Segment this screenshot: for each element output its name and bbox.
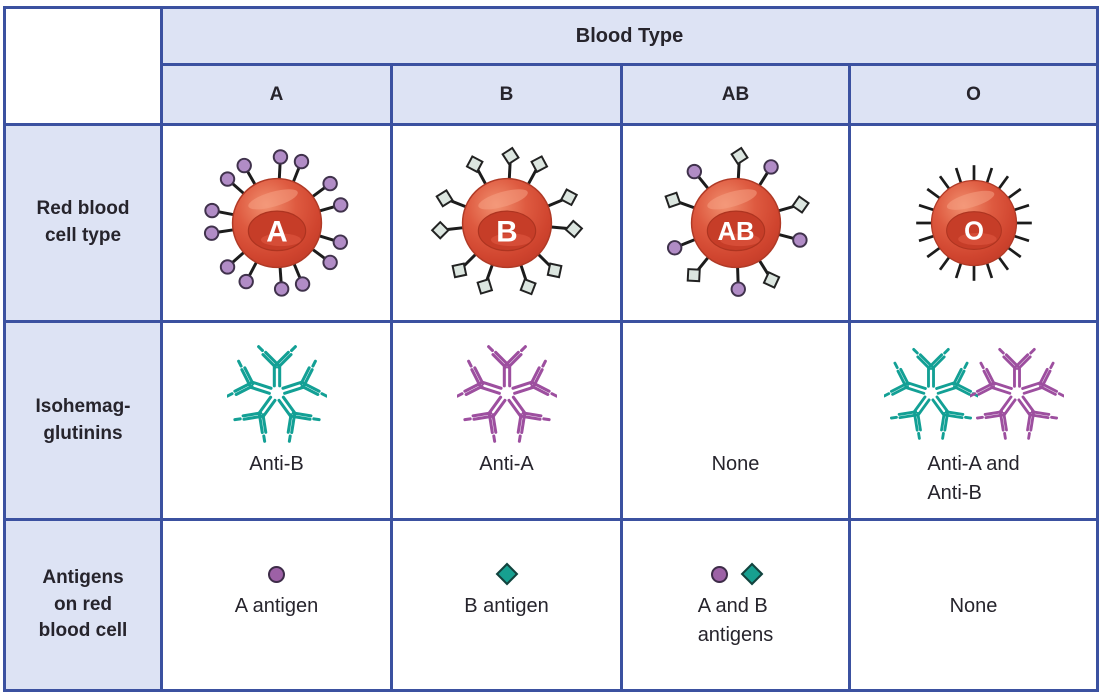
antigen-symbols-a [163,561,390,587]
corner-spacer [3,6,163,126]
cell-rbc-ab: AB [620,123,851,323]
antigens-text-o: None [949,595,998,617]
isohemagglutinin-text-ab: None [711,453,760,475]
antibody-art-ab-column [623,341,848,445]
antibody-art-b-column [393,341,620,445]
red-blood-cell-ab-illustration: AB [623,144,848,302]
col-header-a: A [160,63,393,126]
isohemagglutinin-label-o: Anti-A and Anti-B [851,450,1096,508]
antigens-text-ab: A and B antigens [697,595,774,646]
isohemagglutinin-label-ab: None [623,450,848,479]
svg-text:B: B [496,216,517,249]
cell-rbc-b: B [390,123,623,323]
anti-a-antibody-icon [969,348,1064,440]
col-header-ab: AB [620,63,851,126]
row-label-antigens: Antigens on red blood cell [3,518,163,692]
antigens-label-b: B antigen [393,592,620,621]
antigen-symbols-o [851,561,1096,587]
antigen-symbols-b [393,561,620,587]
antigens-label-ab: A and B antigens [623,592,848,650]
cell-iso-a: Anti-B [160,320,393,521]
antigens-text-a: A antigen [234,595,319,617]
antigens-label-a: A antigen [163,592,390,621]
antibody-art-o-column [851,341,1096,445]
row-label-isohemagglutinins: Isohemag- glutinins [3,320,163,521]
b-antigen-icon [740,562,764,586]
a-antigen-icon [268,565,285,583]
antibody-art-a-column [163,341,390,445]
cell-rbc-o: O [848,123,1099,323]
table-title: Blood Type [160,6,1099,66]
red-blood-cell-ab-icon: AB [663,146,810,297]
isohemagglutinin-text-b: Anti-A [479,453,534,475]
isohemagglutinin-label-b: Anti-A [393,450,620,479]
antigens-label-o: None [851,592,1096,621]
blood-type-table: Blood Type A B AB O Red blood cell type … [3,6,1099,692]
b-antigen-icon [495,562,518,586]
red-blood-cell-a-icon: A [203,149,348,297]
cell-rbc-a: A [160,123,393,323]
anti-b-antibody-icon [883,348,978,440]
col-header-b: B [390,63,623,126]
red-blood-cell-b-illustration: B [393,144,620,302]
red-blood-cell-b-icon: B [430,146,583,296]
anti-b-antibody-icon [226,345,327,443]
anti-a-antibody-icon [456,345,557,443]
cell-iso-o: Anti-A and Anti-B [848,320,1099,521]
cell-antigens-o: None [848,518,1099,692]
cell-antigens-a: A antigen [160,518,393,692]
isohemagglutinin-text-a: Anti-B [249,453,304,475]
cell-iso-b: Anti-A [390,320,623,521]
svg-text:AB: AB [717,218,754,246]
isohemagglutinin-label-a: Anti-B [163,450,390,479]
antigen-symbols-ab [623,561,848,587]
row-label-red-blood-cell-type: Red blood cell type [3,123,163,323]
isohemagglutinin-text-o: Anti-A and Anti-B [927,453,1020,504]
col-header-o: O [848,63,1099,126]
antigens-text-b: B antigen [464,595,549,617]
cell-iso-ab: None [620,320,851,521]
cell-antigens-ab: A and B antigens [620,518,851,692]
svg-text:A: A [266,216,287,249]
svg-text:O: O [964,218,984,246]
a-antigen-icon [711,565,728,583]
red-blood-cell-o-illustration: O [851,155,1096,291]
cell-antigens-b: B antigen [390,518,623,692]
red-blood-cell-a-illustration: A [163,144,390,302]
red-blood-cell-o-icon: O [915,165,1032,281]
